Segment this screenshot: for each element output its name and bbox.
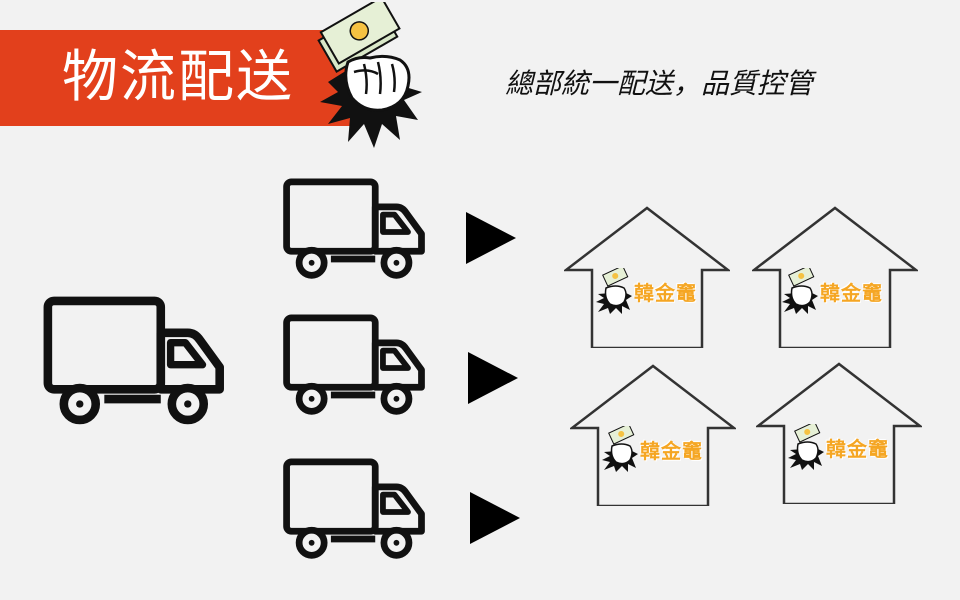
play-arrow-icon [470,492,520,544]
truck-icon [280,458,430,564]
store-logo-text: 韓金竈 [826,436,889,461]
title-banner [0,30,352,126]
store-logo-text: 韓金竈 [820,280,883,305]
fist-money-icon [600,426,640,472]
fist-money-icon [317,2,422,148]
store-logo: 韓金竈 [786,424,889,470]
store-logo: 韓金竈 [600,426,703,472]
store-logo: 韓金竈 [594,268,697,314]
play-arrow-icon [468,352,518,404]
truck-icon [280,314,430,420]
page-title: 物流配送 [62,45,294,110]
fist-money-icon [786,424,826,470]
fist-money-icon [594,268,634,314]
store-logo-text: 韓金竈 [634,280,697,305]
play-arrow-icon [466,212,516,264]
central-truck-icon [40,296,230,431]
page-subtitle: 總部統一配送，品質控管 [505,67,814,100]
store-logo: 韓金竈 [780,268,883,314]
fist-money-icon [780,268,820,314]
truck-icon [280,178,430,284]
store-logo-text: 韓金竈 [640,438,703,463]
